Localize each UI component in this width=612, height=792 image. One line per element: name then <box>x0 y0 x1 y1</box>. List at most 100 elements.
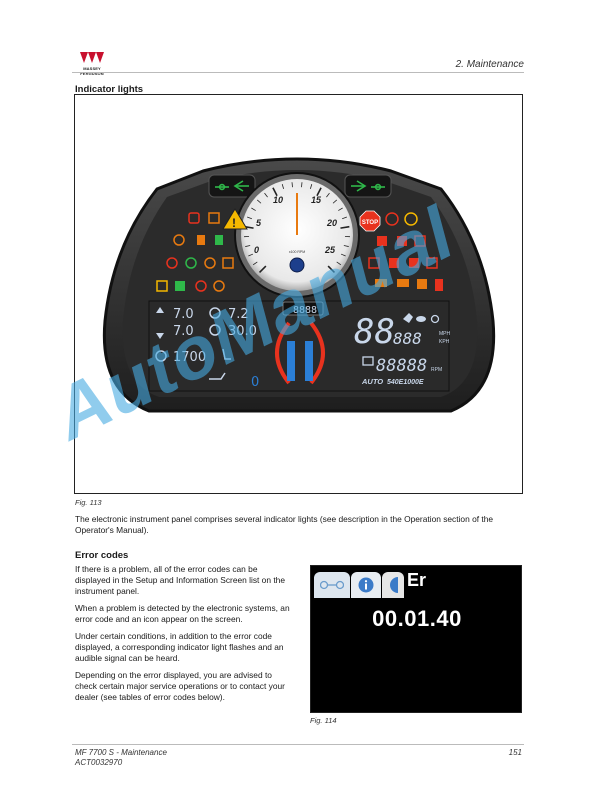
odometer-box <box>282 301 324 316</box>
display-strip <box>148 300 450 392</box>
instrument-panel-figure: 0 5 10 15 20 25 x100 RPM ! <box>74 94 523 494</box>
brake-amber-icon <box>404 212 418 226</box>
tach-tick <box>340 225 350 229</box>
footer-doc-code: ACT0032970 <box>75 758 123 767</box>
battery-icon <box>208 212 220 224</box>
hitch-icon <box>222 257 234 269</box>
hazard-triangle-icon <box>222 208 248 230</box>
tach-tick <box>327 265 336 274</box>
speed-small-digits: 888 <box>393 329 422 348</box>
tach-unit: x100 RPM <box>289 250 305 254</box>
tach-tick <box>336 261 342 266</box>
left-warning-lights: ! <box>156 208 248 292</box>
temp-gauge-arc <box>309 321 325 385</box>
unit-kph: KPH <box>439 339 450 345</box>
joystick-icon <box>222 348 231 360</box>
left-turn-indicator-box <box>208 174 256 198</box>
air-filter-icon <box>426 257 438 269</box>
tach-tick <box>248 253 254 257</box>
partial-tab-icon <box>390 577 398 593</box>
tab-axle[interactable] <box>314 572 350 598</box>
fuel-gauge-arc <box>275 321 291 385</box>
tach-tick <box>252 261 258 266</box>
stop-label: STOP <box>362 220 378 226</box>
tach-label-20: 20 <box>326 218 337 228</box>
gear-front-icon <box>209 307 221 319</box>
axle-icon <box>320 580 344 590</box>
tachometer-ticks <box>244 182 350 274</box>
error-codes-paragraph: When a problem is detected by the electr… <box>75 603 290 624</box>
transmission-oil-icon <box>375 279 387 287</box>
oil-can-icon <box>209 372 226 380</box>
left-turn-arrow-icon <box>215 180 249 192</box>
tach-tick <box>342 216 348 220</box>
rpm-digits: 88888 <box>376 356 427 376</box>
tach-tick <box>310 183 313 190</box>
readout-b1: 7.0 <box>173 324 194 339</box>
tab-info[interactable] <box>351 572 381 598</box>
header-divider <box>72 72 524 73</box>
error-tab-label: Er <box>407 570 427 590</box>
gearbox-icon <box>195 280 207 292</box>
pto-engaged-icon <box>362 356 374 366</box>
error-codes-paragraph: Depending on the error displayed, you ar… <box>75 670 285 702</box>
tab-error[interactable] <box>405 568 521 598</box>
readout-a2: 7.2 <box>228 307 249 322</box>
auto-mode-icon <box>155 350 167 362</box>
hydraulic-icon <box>213 280 225 292</box>
temp-bar <box>305 341 313 381</box>
odometer: 8888 <box>293 305 317 316</box>
tach-tick <box>245 245 251 247</box>
hitch-up-down-icon <box>156 307 164 313</box>
tach-tick <box>272 187 278 197</box>
snail-icon <box>430 314 440 324</box>
error-codes-heading: Error codes <box>75 550 129 561</box>
person-green-icon <box>215 235 223 245</box>
rabbit-icon <box>403 313 413 323</box>
engine-warning-icon <box>417 279 427 289</box>
oil-pressure-icon <box>188 212 200 224</box>
gear-rear-icon <box>209 324 221 336</box>
seat-icon <box>197 235 205 245</box>
turtle-icon <box>416 316 426 322</box>
error-codes-paragraph: Under certain conditions, in addition to… <box>75 631 284 663</box>
speed-digits: 88 <box>354 312 395 352</box>
tach-label-5: 5 <box>256 218 262 228</box>
figure-113-caption: Fig. 113 <box>75 498 102 507</box>
readout-a1: 7.0 <box>173 307 194 322</box>
brake-warning-icon <box>385 212 399 226</box>
tab-partial[interactable] <box>382 572 404 598</box>
stop-sign-icon <box>359 210 381 232</box>
right-speed-panel: 88 888 MPH KPH 88888 RPM AUTO 540E1000E <box>354 312 451 386</box>
section-title: 2. Maintenance <box>455 59 524 70</box>
hitch-down-icon <box>156 333 164 339</box>
tach-tick <box>258 265 267 274</box>
tach-tick <box>281 183 284 190</box>
error-screen-figure: Er 00.01.40 <box>310 565 522 713</box>
fuel-bar <box>287 341 295 381</box>
engine-temp-icon <box>173 234 185 246</box>
tach-tick <box>343 245 349 247</box>
tach-tick <box>264 192 268 198</box>
trailer-brake-icon <box>377 236 387 246</box>
pto-icon <box>204 257 216 269</box>
brand-name: MASSEY FERGUSON <box>80 66 104 76</box>
indicator-lights-heading: Indicator lights <box>75 84 144 95</box>
readout-c: 1700 <box>173 350 206 365</box>
unit-mph: MPH <box>439 331 451 337</box>
tach-tick <box>246 216 252 220</box>
figure-114-caption: Fig. 114 <box>310 716 337 725</box>
right-turn-arrow-icon <box>351 180 385 192</box>
unit-rpm: RPM <box>431 367 442 373</box>
tach-tick <box>326 192 330 198</box>
instrument-panel-illustration: 0 5 10 15 20 25 x100 RPM ! <box>102 157 496 413</box>
massey-ferguson-logo: MASSEY FERGUSON <box>72 52 112 76</box>
screen-tab-bar: Er <box>311 566 521 598</box>
seat-belt-icon <box>435 279 443 291</box>
pto-mode: 540E1000E <box>387 379 424 386</box>
tach-tick <box>340 253 346 257</box>
glow-plug-icon <box>156 280 168 292</box>
info-icon <box>358 577 374 593</box>
tach-label-10: 10 <box>273 195 283 205</box>
error-code-display: 00.01.40 <box>372 606 462 631</box>
